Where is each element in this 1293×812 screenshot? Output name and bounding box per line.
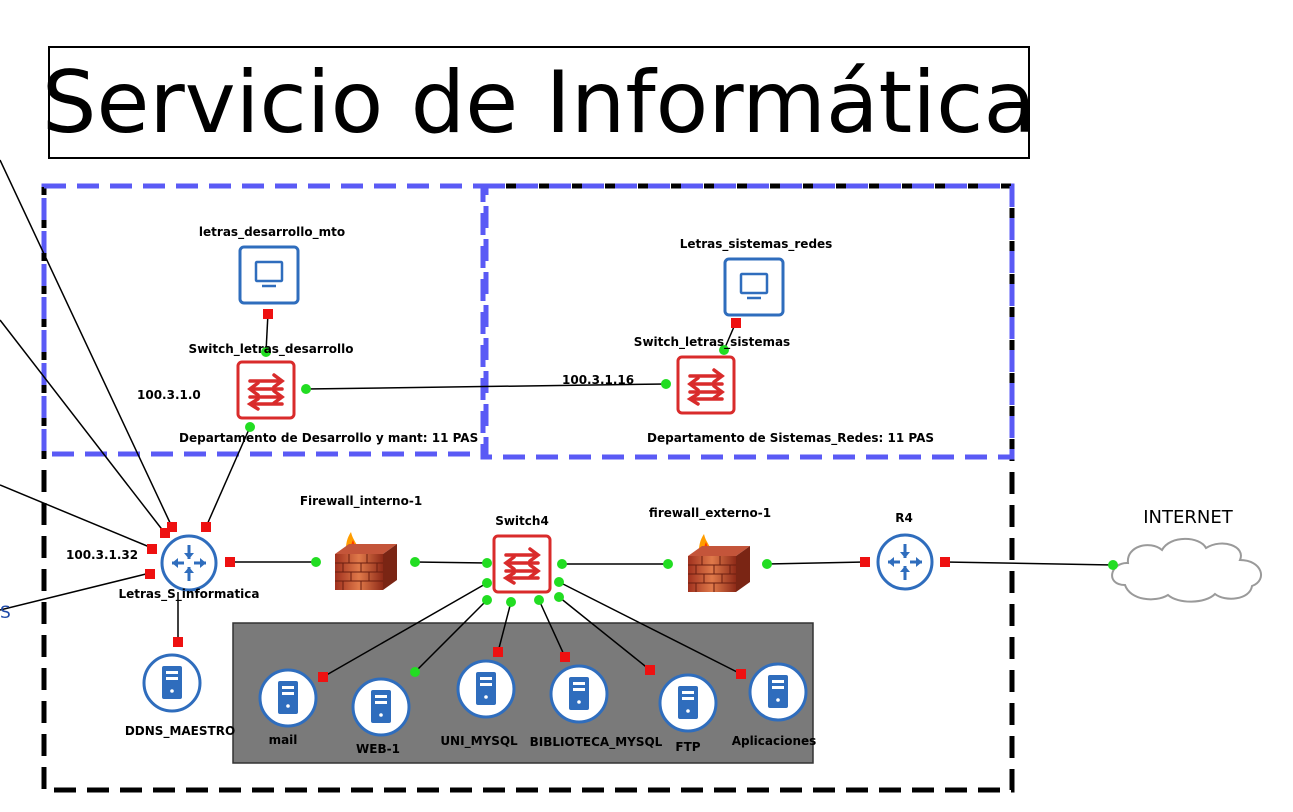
server-area: [232, 622, 814, 764]
page-title: Servicio de Informática: [41, 52, 1037, 153]
net-sistemas-label: 100.3.1.16: [562, 373, 634, 387]
server-ftp-icon[interactable]: [658, 673, 718, 733]
title-box: Servicio de Informática: [42, 46, 1036, 159]
server-apps-icon[interactable]: [748, 662, 808, 722]
ports-down: [145, 309, 950, 682]
server-ftp-label: FTP: [675, 740, 700, 754]
server-ddns-icon[interactable]: [142, 653, 202, 713]
internet-cloud-icon[interactable]: [1111, 537, 1263, 603]
links: [0, 159, 1114, 678]
server-uni-icon[interactable]: [456, 659, 516, 719]
zone-sistemas-label: Departamento de Sistemas_Redes: 11 PAS: [647, 431, 934, 446]
pc-sistemas-label: Letras_sistemas_redes: [680, 237, 833, 252]
server-apps-label: Aplicaciones: [732, 734, 817, 748]
pc-sistemas-icon[interactable]: [723, 257, 785, 317]
switch4-label: Switch4: [495, 514, 549, 528]
firewall-interno-icon[interactable]: [334, 531, 398, 591]
server-mail-label: mail: [269, 733, 298, 747]
router-main-label: Letras_S_informatica: [118, 587, 259, 602]
firewall-externo-icon[interactable]: [687, 533, 751, 593]
switch-sistemas-label: Switch_letras_sistemas: [634, 335, 790, 350]
pc-desarrollo-label: letras_desarrollo_mto: [199, 225, 345, 240]
router-r4-icon[interactable]: [876, 533, 934, 591]
router-r4-label: R4: [895, 511, 913, 525]
switch-desarrollo-icon[interactable]: [236, 360, 296, 420]
server-uni-label: UNI_MYSQL: [440, 734, 518, 749]
pc-desarrollo-icon[interactable]: [238, 245, 300, 305]
partial-left-label: S: [0, 603, 11, 623]
net-desarrollo-label: 100.3.1.0: [137, 388, 201, 402]
internet-label: INTERNET: [1143, 507, 1233, 528]
switch4-icon[interactable]: [492, 534, 552, 594]
server-biblio-label: BIBLIOTECA_MYSQL: [530, 735, 663, 750]
router-main-icon[interactable]: [160, 534, 218, 592]
zone-desarrollo: [41, 183, 489, 457]
firewall-interno-label: Firewall_interno-1: [300, 494, 422, 509]
switch-sistemas-icon[interactable]: [676, 355, 736, 415]
ports-up: [245, 345, 1118, 677]
server-biblio-icon[interactable]: [549, 664, 609, 724]
net-router-label: 100.3.1.32: [66, 548, 138, 562]
firewall-externo-label: firewall_externo-1: [649, 506, 771, 521]
server-ddns-label: DDNS_MAESTRO: [125, 724, 235, 739]
zone-desarrollo-label: Departamento de Desarrollo y mant: 11 PA…: [179, 431, 478, 445]
zone-sistemas: [480, 183, 1015, 460]
server-web-icon[interactable]: [351, 677, 411, 737]
server-web-label: WEB-1: [356, 742, 400, 756]
switch-desarrollo-label: Switch_letras_desarrollo: [189, 342, 354, 357]
server-mail-icon[interactable]: [258, 668, 318, 728]
